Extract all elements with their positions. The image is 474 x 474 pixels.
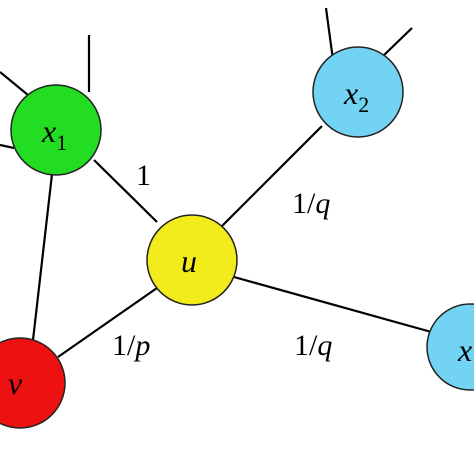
node-u: u [146, 214, 238, 306]
node-v: v [0, 337, 66, 429]
weight-label-u-v: 1/p [112, 329, 150, 362]
node-x2-label: x2 [343, 75, 369, 117]
edge-stub-x2-upright [381, 27, 413, 58]
edge-stub-x2-up [324, 7, 335, 61]
node-x3-circle [426, 303, 474, 391]
edges [0, 7, 436, 358]
edge-u-x2 [217, 125, 323, 231]
weight-label-u-x1: 1 [136, 159, 151, 192]
node-x3-label: x [457, 332, 472, 368]
node-x1: x1 [10, 84, 102, 176]
node-u-circle [146, 214, 238, 306]
weight-label-u-x2: 1/q [292, 187, 330, 220]
node-v-label: v [8, 365, 23, 401]
edge-stub-x1-left [0, 71, 29, 96]
node-v-circle [0, 337, 66, 429]
edge-u-v [57, 287, 158, 358]
weight-label-u-x3: 1/q [294, 329, 332, 362]
node-x2: x2 [312, 46, 404, 138]
node-x1-circle [10, 84, 102, 176]
edge-u-x3 [233, 275, 436, 335]
node-x3: x [426, 303, 474, 391]
edge-stub-x1-left-low [0, 143, 15, 150]
node-x2-circle [312, 46, 404, 138]
edge-x1-v [31, 147, 57, 341]
edge-x1-u [93, 159, 158, 223]
node-u-label: u [181, 243, 197, 279]
node-x1-label: x1 [41, 113, 67, 155]
